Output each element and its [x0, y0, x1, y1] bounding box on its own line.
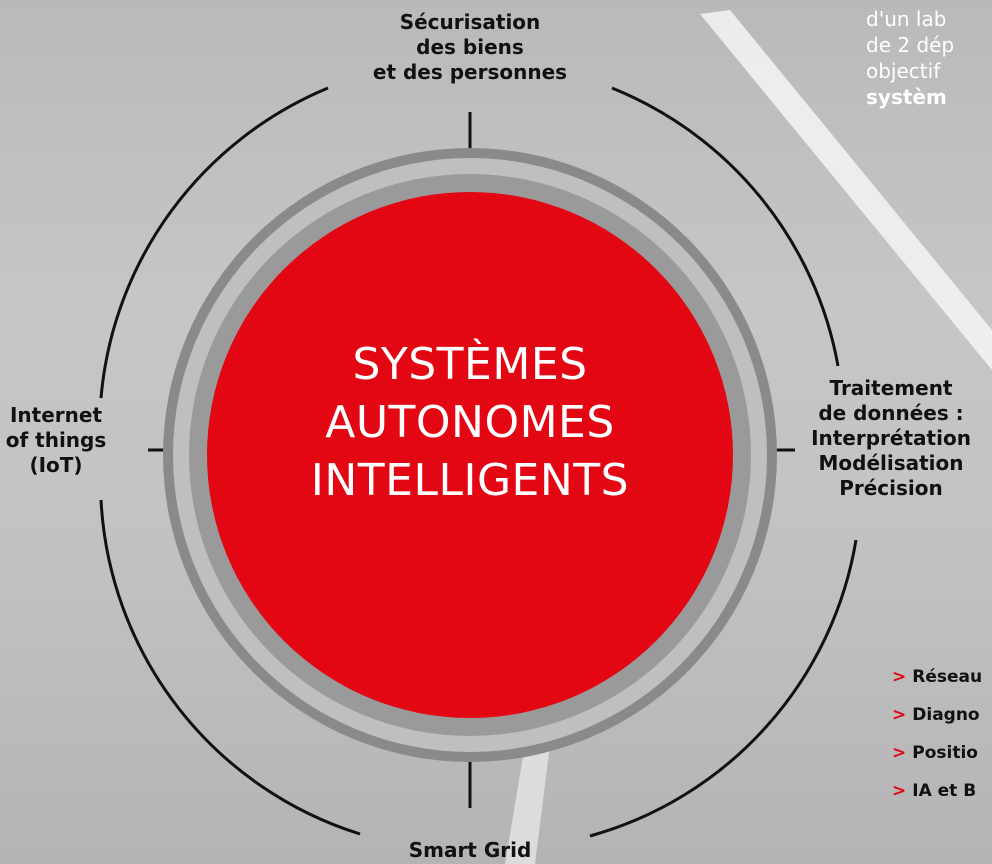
red-core-circle — [207, 192, 733, 718]
label-left-line: Internet — [9, 403, 103, 427]
background-beam-upper — [700, 10, 992, 370]
label-left: Internet of things (IoT) — [0, 403, 112, 478]
intro-line: objectif — [866, 59, 941, 83]
outer-ring-arc-bottom-right — [589, 539, 858, 838]
intro-bold-line: systèm — [866, 85, 947, 109]
label-right-line: de données : — [818, 401, 964, 425]
outer-ring-arc-top-left — [99, 86, 329, 399]
bullet-arrow-icon: > — [892, 743, 907, 763]
bullet-list: >Réseau >Diagno >Positio >IA et B — [892, 662, 992, 814]
center-title-line: SYSTÈMES — [352, 339, 588, 390]
background-beam-lower — [505, 745, 550, 864]
label-right-line: Interprétation — [811, 426, 971, 450]
bullet-arrow-icon: > — [892, 705, 907, 725]
bullet-item: >IA et B — [892, 776, 992, 814]
outer-ring-arc-top-right — [611, 86, 840, 367]
bullet-arrow-icon: > — [892, 667, 907, 687]
label-left-line: (IoT) — [29, 453, 83, 477]
label-bottom: Smart Grid — [370, 838, 570, 863]
bullet-arrow-icon: > — [892, 781, 907, 801]
intro-line: de 2 dép — [866, 33, 955, 57]
label-right-line: Modélisation — [818, 451, 964, 475]
intro-line: d'un lab — [866, 7, 947, 31]
bullet-item: >Positio — [892, 738, 992, 776]
label-right-line: Traitement — [829, 376, 953, 400]
label-right: Traitement de données : Interprétation M… — [796, 376, 992, 501]
label-bottom-line: Smart Grid — [408, 838, 532, 862]
bullet-text: Positio — [912, 743, 978, 763]
bullet-text: IA et B — [912, 781, 977, 801]
center-title: SYSTÈMES AUTONOMES INTELLIGENTS — [200, 336, 740, 510]
intro-paragraph: d'un lab de 2 dép objectif systèm — [866, 6, 992, 110]
center-title-line: INTELLIGENTS — [310, 455, 630, 506]
label-top-line: et des personnes — [372, 60, 568, 84]
center-title-line: AUTONOMES — [325, 397, 615, 448]
bullet-item: >Réseau — [892, 662, 992, 700]
bullet-text: Diagno — [912, 705, 980, 725]
label-top-line: des biens — [416, 35, 524, 59]
outer-ring-arc-bottom-left — [99, 499, 361, 836]
label-left-line: of things — [5, 428, 107, 452]
label-top-line: Sécurisation — [399, 10, 541, 34]
label-top: Sécurisation des biens et des personnes — [340, 10, 600, 85]
bullet-item: >Diagno — [892, 700, 992, 738]
label-right-line: Précision — [839, 476, 943, 500]
bullet-text: Réseau — [912, 667, 983, 687]
